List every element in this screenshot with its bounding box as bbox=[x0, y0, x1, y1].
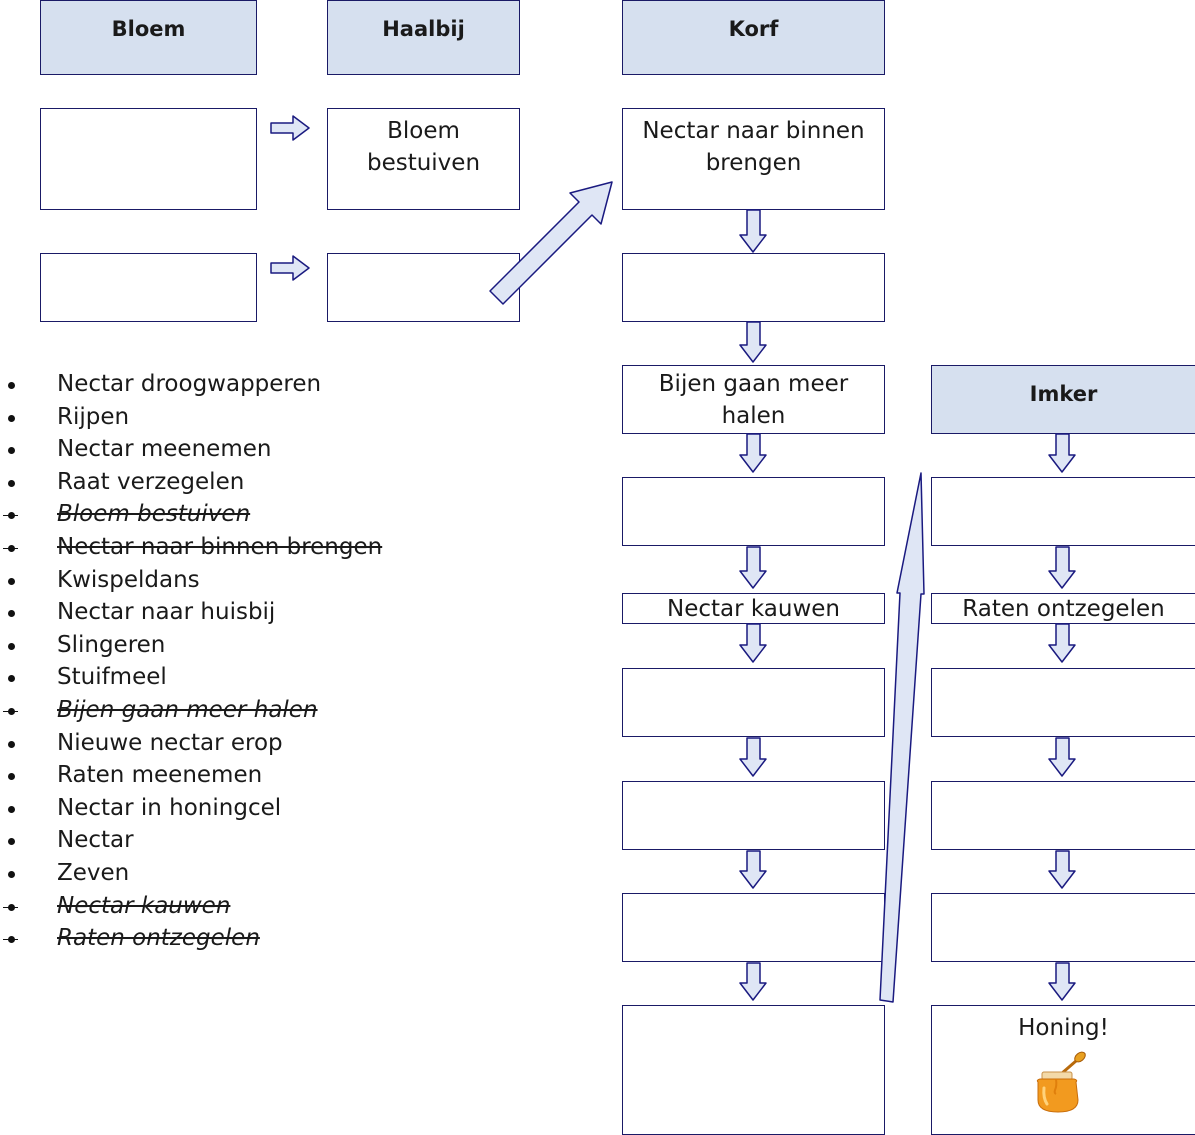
list-item[interactable]: Kwispeldans bbox=[0, 564, 382, 597]
header-bloem: Bloem bbox=[40, 0, 257, 75]
list-item[interactable]: Stuifmeel bbox=[0, 661, 382, 694]
imker-box-1[interactable] bbox=[931, 477, 1195, 546]
list-item[interactable]: Raten ontzegelen bbox=[0, 922, 382, 955]
korf-box-4[interactable] bbox=[622, 477, 885, 546]
list-item[interactable]: Zeven bbox=[0, 857, 382, 890]
arrow-down-icon bbox=[1048, 737, 1076, 777]
korf-box-8[interactable] bbox=[622, 893, 885, 962]
imker-box-3[interactable] bbox=[931, 668, 1195, 737]
arrow-down-icon bbox=[1048, 962, 1076, 1001]
arrow-down-icon bbox=[1048, 623, 1076, 663]
word-bank-list: Nectar droogwapperen Rijpen Nectar meene… bbox=[0, 368, 382, 955]
korf-box-1[interactable]: Nectar naar binnen brengen bbox=[622, 108, 885, 210]
honey-jar-icon bbox=[1036, 1051, 1086, 1113]
list-item[interactable]: Nectar droogwapperen bbox=[0, 368, 382, 401]
arrow-down-icon bbox=[739, 850, 767, 889]
list-item[interactable]: Bijen gaan meer halen bbox=[0, 694, 382, 727]
imker-box-honing[interactable]: Honing! bbox=[931, 1005, 1195, 1135]
arrow-right-icon bbox=[270, 255, 310, 281]
imker-box-2[interactable]: Raten ontzegelen bbox=[931, 593, 1195, 624]
korf-box-9[interactable] bbox=[622, 1005, 885, 1135]
header-korf: Korf bbox=[622, 0, 885, 75]
list-item[interactable]: Nectar in honingcel bbox=[0, 792, 382, 825]
korf-box-7[interactable] bbox=[622, 781, 885, 850]
list-item[interactable]: Nectar naar huisbij bbox=[0, 596, 382, 629]
arrow-down-icon bbox=[1048, 546, 1076, 589]
list-item[interactable]: Rijpen bbox=[0, 401, 382, 434]
bloem-box-2[interactable] bbox=[40, 253, 257, 322]
list-item[interactable]: Slingeren bbox=[0, 629, 382, 662]
arrow-down-icon bbox=[739, 962, 767, 1001]
list-item[interactable]: Nectar meenemen bbox=[0, 433, 382, 466]
list-item[interactable]: Nectar kauwen bbox=[0, 890, 382, 923]
arrow-down-icon bbox=[739, 433, 767, 473]
header-haalbij: Haalbij bbox=[327, 0, 520, 75]
list-item[interactable]: Raten meenemen bbox=[0, 759, 382, 792]
list-item[interactable]: Raat verzegelen bbox=[0, 466, 382, 499]
arrow-right-icon bbox=[270, 115, 310, 141]
imker-box-4[interactable] bbox=[931, 781, 1195, 850]
arrow-down-icon bbox=[739, 209, 767, 253]
haalbij-box-2[interactable] bbox=[327, 253, 520, 322]
arrow-down-icon bbox=[739, 546, 767, 589]
bloem-box-1[interactable] bbox=[40, 108, 257, 210]
arrow-down-icon bbox=[739, 623, 767, 663]
header-imker: Imker bbox=[931, 365, 1195, 434]
list-item[interactable]: Nectar naar binnen brengen bbox=[0, 531, 382, 564]
korf-box-6[interactable] bbox=[622, 668, 885, 737]
list-item[interactable]: Nieuwe nectar erop bbox=[0, 727, 382, 760]
korf-box-3[interactable]: Bijen gaan meer halen bbox=[622, 365, 885, 434]
imker-box-5[interactable] bbox=[931, 893, 1195, 962]
arrow-down-icon bbox=[739, 321, 767, 363]
list-item[interactable]: Bloem bestuiven bbox=[0, 498, 382, 531]
arrow-up-long-icon bbox=[879, 472, 925, 1003]
haalbij-box-1[interactable]: Bloem bestuiven bbox=[327, 108, 520, 210]
arrow-down-icon bbox=[1048, 850, 1076, 889]
korf-box-5[interactable]: Nectar kauwen bbox=[622, 593, 885, 624]
korf-box-2[interactable] bbox=[622, 253, 885, 322]
list-item[interactable]: Nectar bbox=[0, 824, 382, 857]
arrow-down-icon bbox=[1048, 433, 1076, 473]
arrow-down-icon bbox=[739, 737, 767, 777]
